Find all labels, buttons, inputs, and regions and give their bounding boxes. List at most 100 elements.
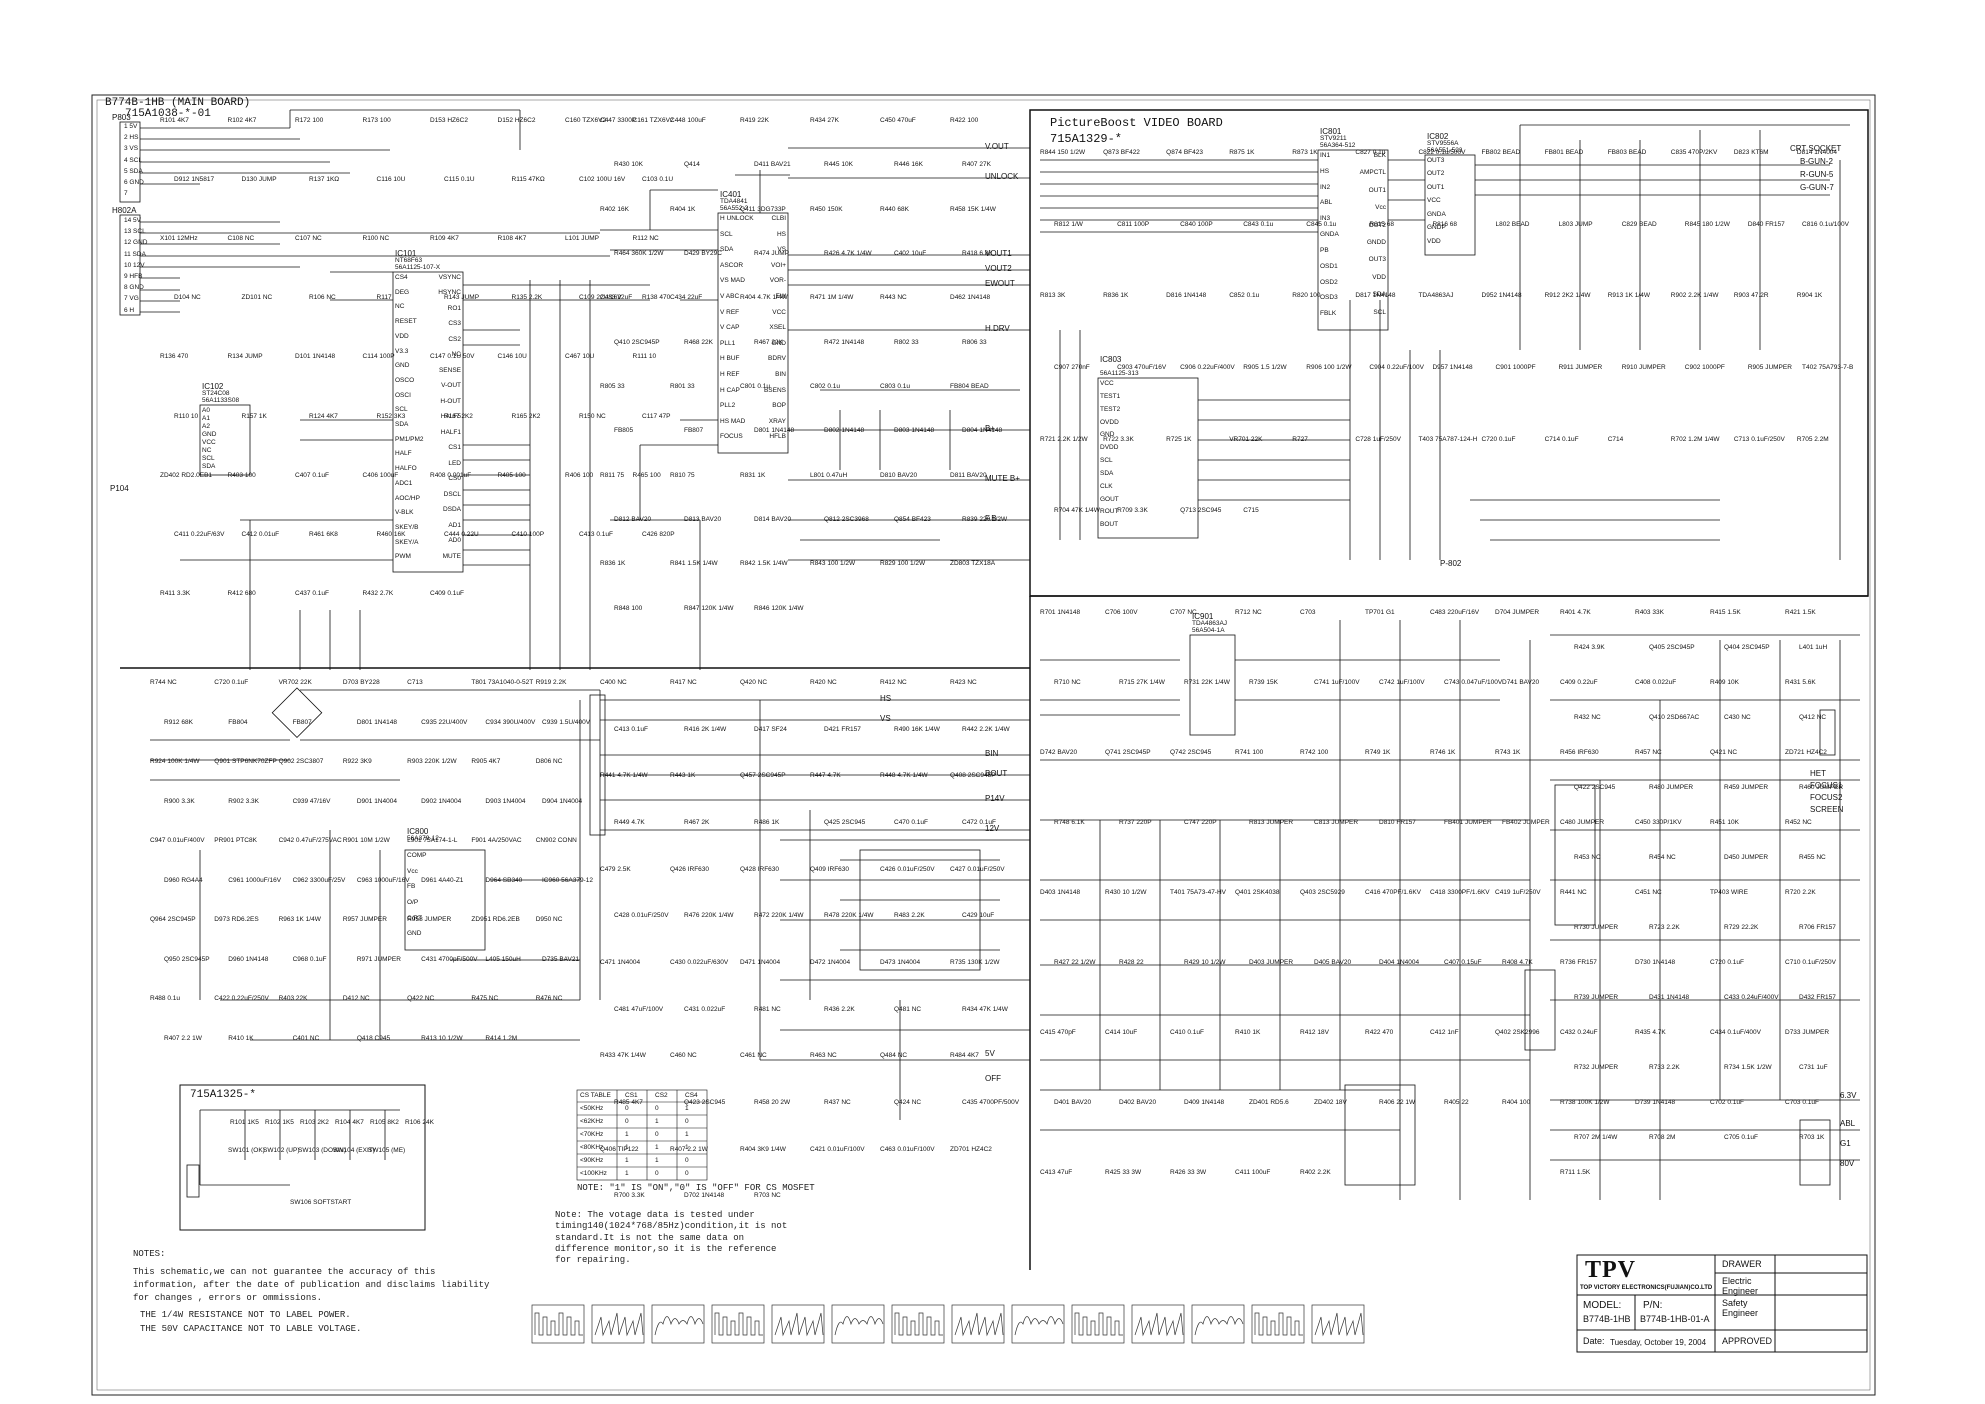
voltage-note: Note: The votage data is tested under ti… bbox=[555, 1210, 788, 1265]
component-label: R434 47K 1/4W bbox=[962, 1005, 1008, 1013]
video-board-part: 715A1329-* bbox=[1050, 132, 1123, 146]
component-label: D973 RD6.2ES bbox=[214, 916, 259, 923]
component-label: R913 1K 1/4W bbox=[1607, 292, 1650, 300]
component-label: C410 100P bbox=[511, 530, 545, 538]
ic-pin: CS0 bbox=[448, 475, 461, 483]
component-label: D902 1N4004 bbox=[421, 797, 462, 805]
component-label: R910 JUMPER bbox=[1621, 364, 1666, 371]
component-label: R707 2M 1/4W bbox=[1574, 1134, 1618, 1141]
component-label: C827 0.1u bbox=[1355, 149, 1386, 156]
net-label: EWOUT bbox=[985, 279, 1015, 288]
component-label: C109 22U/16V bbox=[579, 294, 622, 302]
component-label: Q874 BF423 bbox=[1166, 149, 1203, 156]
component-label: Q901 STP6NK70ZFP bbox=[214, 758, 277, 765]
ic-pin: HALF1 bbox=[440, 428, 461, 436]
ic-pin: H CAP bbox=[720, 386, 740, 394]
component-label: R816 68 bbox=[1432, 220, 1458, 228]
waveform-frame bbox=[651, 1304, 705, 1344]
component-label: R912 2K2 1/4W bbox=[1544, 292, 1591, 300]
component-label: D810 FR157 bbox=[1379, 819, 1416, 826]
ic-code: 56A364-512 bbox=[1320, 142, 1356, 149]
ic-pin: SCL bbox=[1100, 457, 1113, 464]
component-label: R702 1.2M 1/4W bbox=[1670, 435, 1720, 443]
component-label: R403 100 bbox=[227, 471, 256, 479]
keypad-switch: SW102 (UP) bbox=[263, 1147, 300, 1154]
table-cell: <90KHz bbox=[580, 1157, 604, 1164]
company-logo: TPV bbox=[1585, 1257, 1636, 1283]
component-label: R801 33 bbox=[670, 383, 695, 390]
component-label: Q401 2SK4038 bbox=[1235, 889, 1280, 896]
component-label: Q404 2SC945P bbox=[1724, 644, 1770, 651]
ic-code: 56A552-2 bbox=[720, 205, 749, 212]
component-label: ZD401 RD5.6 bbox=[1249, 1099, 1289, 1106]
ic-pin: BOP bbox=[772, 402, 786, 410]
table-cell: <70KHz bbox=[580, 1131, 604, 1138]
net-label: BIN bbox=[985, 749, 999, 758]
component-label: R421 1.5K bbox=[1785, 609, 1816, 616]
component-label: R412 NC bbox=[880, 679, 907, 686]
net-label: VOUT1 bbox=[985, 249, 1012, 258]
component-label: R446 16K bbox=[894, 161, 923, 169]
net-label: G1 bbox=[1840, 1139, 1851, 1148]
component-label: C411 0.22uF/63V bbox=[174, 530, 225, 538]
component-label: FB804 bbox=[228, 718, 248, 726]
component-label: D912 1N5817 bbox=[174, 176, 215, 184]
component-label: C947 0.01uF/400V bbox=[150, 837, 205, 844]
component-label: R733 2.2K bbox=[1649, 1064, 1680, 1071]
keypad-switch: SW104 (EXIT) bbox=[333, 1147, 375, 1154]
component-label: Q854 BF423 bbox=[894, 516, 931, 523]
ic-code: 56A504-1A bbox=[1192, 627, 1225, 634]
ic-pin: SDA bbox=[202, 463, 216, 470]
component-label: R919 2.2K bbox=[535, 679, 567, 686]
component-label: C801 0.1u bbox=[740, 383, 770, 390]
ic-pin: DSCL bbox=[443, 490, 461, 498]
waveform-frame bbox=[1191, 1304, 1245, 1344]
ic-pin: Vcc bbox=[407, 867, 418, 875]
component-label: R420 NC bbox=[810, 679, 837, 686]
component-label: D950 NC bbox=[535, 916, 563, 923]
component-label: R727 bbox=[1292, 435, 1308, 443]
table-cell: 1 bbox=[685, 1131, 689, 1138]
component-label: R839 220 1/2W bbox=[962, 516, 1008, 523]
component-label: R458 15K 1/4W bbox=[950, 205, 996, 213]
component-label: Q741 2SC945P bbox=[1105, 749, 1151, 756]
component-label: C470 0.1uF bbox=[894, 819, 928, 826]
component-label: R905 1.5 1/2W bbox=[1243, 364, 1287, 371]
component-label: R449 4.7K bbox=[614, 819, 645, 826]
component-label: C448 100uF bbox=[670, 117, 706, 124]
component-label: R848 100 bbox=[614, 604, 643, 612]
waveform-trace bbox=[1014, 1316, 1064, 1336]
component-label: R460 16K bbox=[376, 530, 406, 538]
component-label: R873 1K bbox=[1292, 149, 1318, 156]
component-label: D411 BAV21 bbox=[754, 161, 791, 169]
waveform-frame bbox=[831, 1304, 885, 1344]
component-label: Q409 IRF630 bbox=[810, 865, 850, 873]
component-label: C939 1.5U/400V bbox=[542, 718, 591, 726]
ic-pin: VS MAD bbox=[720, 277, 745, 285]
component-label: C714 0.1uF bbox=[1544, 435, 1579, 443]
component-label: R410 1K bbox=[228, 1034, 254, 1042]
component-label: C426 0.01uF/250V bbox=[880, 865, 935, 873]
component-label: C402 10uF bbox=[894, 250, 927, 257]
component-label: L803 JUMP bbox=[1558, 220, 1593, 228]
ic-pin: GND bbox=[395, 362, 410, 370]
component-label: C412 0.01uF bbox=[241, 530, 280, 538]
component-label: R404 3K9 1/4W bbox=[740, 1145, 786, 1153]
component-label: R829 100 1/2W bbox=[880, 560, 926, 568]
component-label: R459 JUMPER bbox=[1724, 784, 1769, 791]
ic-pin: AOC/HP bbox=[395, 494, 420, 502]
notes-body: This schematic,we can not guarantee the … bbox=[133, 1267, 490, 1304]
component-label: R922 3K9 bbox=[342, 758, 372, 765]
component-label: R437 NC bbox=[824, 1099, 851, 1106]
component-label: R480 JUMPER bbox=[1649, 784, 1694, 791]
component-label: R404 100 bbox=[1502, 1099, 1531, 1106]
component-label: TP701 G1 bbox=[1365, 609, 1395, 616]
ic-pin: MUTE bbox=[442, 552, 461, 560]
ic-pin: V-BLK bbox=[395, 509, 414, 517]
component-label: R842 1.5K 1/4W bbox=[740, 560, 788, 568]
component-label: R971 JUMPER bbox=[356, 955, 401, 963]
component-label: C907 270nF bbox=[1054, 364, 1090, 371]
component-label: R450 150K bbox=[810, 205, 843, 213]
keypad-resistor: R103 2K2 bbox=[300, 1119, 329, 1126]
component-label: C422 0.22uF/250V bbox=[214, 995, 269, 1002]
